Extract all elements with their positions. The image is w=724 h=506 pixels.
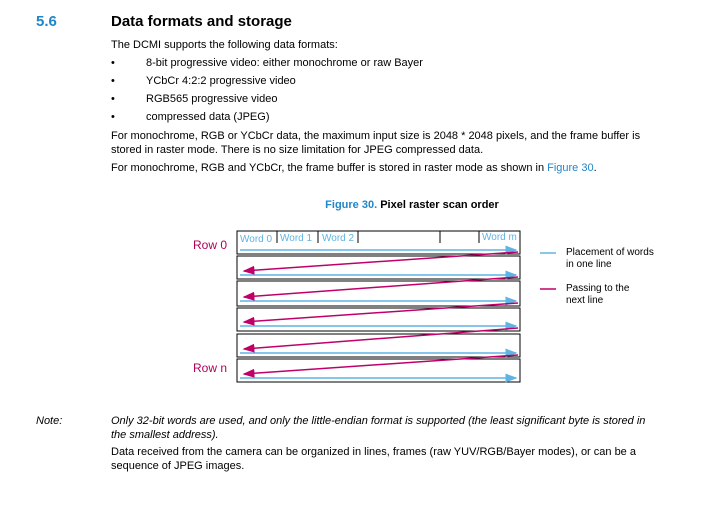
figure-caption: Figure 30. Pixel raster scan order [0,199,724,211]
intro-text: The DCMI supports the following data for… [111,39,338,51]
row-box-4 [236,333,521,358]
bullet-glyph: • [111,111,115,123]
legend-placement: Placement of words in one line [566,247,654,271]
next-line-arrow [242,302,519,326]
list-item-text: compressed data (JPEG) [146,111,270,123]
note-line3: Data received from the camera can be org… [111,446,636,458]
next-line-arrow [242,354,519,378]
figure-30-link[interactable]: Figure 30 [547,162,594,174]
section-number: 5.6 [36,13,57,30]
row-box-0 [236,230,521,255]
bullet-glyph: • [111,75,115,87]
row-box-5 [236,358,521,383]
legend-placement-line2: in one line [566,259,612,270]
paragraph-raster-mode-end: . [593,162,597,174]
word-0-label: Word 0 [240,234,272,245]
word-2-label: Word 2 [322,233,354,244]
figure-number: Figure 30. [325,199,378,211]
row-box-3 [236,307,521,332]
note-line4: sequence of JPEG images. [111,460,245,472]
legend-passing: Passing to the next line [566,283,629,307]
row-box-2 [236,280,521,307]
row-box-1 [236,255,521,280]
row-first-label: Row 0 [193,238,228,252]
note-text: Only 32-bit words are used, and only the… [111,414,701,476]
legend-passing-line1: Passing to the [566,283,630,294]
list-item-text: RGB565 progressive video [146,93,278,105]
paragraph-raster-mode: For monochrome, RGB and YCbCr, the frame… [111,161,597,175]
list-item-text: 8-bit progressive video: either monochro… [146,57,423,69]
bullet-glyph: • [111,57,115,69]
note-line1: Only 32-bit words are used, and only the… [111,415,646,427]
next-line-arrow [242,276,519,301]
word-1-label: Word 1 [280,233,312,244]
next-line-arrow [242,251,519,275]
next-line-arrow [242,327,519,353]
word-m-label: Word m [482,232,517,243]
bullet-glyph: • [111,93,115,105]
note-label: Note: [36,415,63,427]
note-paragraph-endian: Only 32-bit words are used, and only the… [111,414,701,442]
row-last-label: Row n [193,361,228,375]
legend-placement-line1: Placement of words [566,247,654,258]
list-item-text: YCbCr 4:2:2 progressive video [146,75,296,87]
paragraph-max-size-line2: stored in raster mode. There is no size … [111,144,484,156]
paragraph-max-size-line1: For monochrome, RGB or YCbCr data, the m… [111,130,641,142]
note-line2: the smallest address). [111,429,219,441]
legend-passing-line2: next line [566,295,604,306]
paragraph-raster-mode-text: For monochrome, RGB and YCbCr, the frame… [111,162,548,174]
figure-title: Pixel raster scan order [380,199,499,211]
note-paragraph-organization: Data received from the camera can be org… [111,445,701,473]
section-title: Data formats and storage [111,13,292,30]
